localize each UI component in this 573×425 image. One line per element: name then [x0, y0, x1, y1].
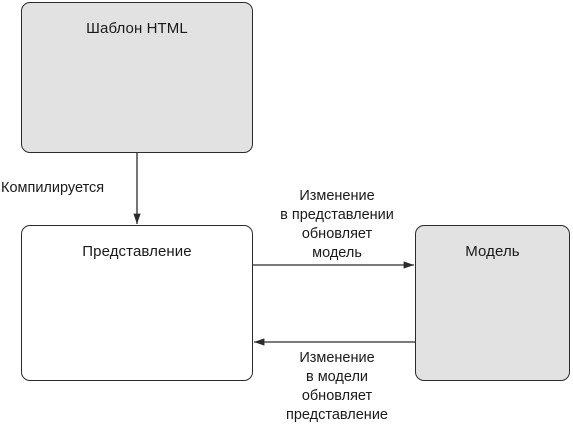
compile-edge-label: Компилируется [1, 180, 105, 196]
view-node: Представление [21, 225, 253, 381]
model-to-view-label-line: Изменение [299, 350, 375, 366]
template-node: Шаблон HTML [21, 2, 253, 153]
template-node-title: Шаблон HTML [86, 20, 188, 37]
view-node-title: Представление [82, 243, 192, 260]
view-to-model-label-line: модель [312, 245, 362, 261]
view-to-model-label-line: в представлении [280, 207, 394, 223]
model-to-view-label-line: в модели [305, 369, 369, 385]
model-to-view-label-line: обновляет [301, 388, 373, 404]
model-to-view-edge-label: Изменение в модели обновляет представлен… [262, 349, 412, 425]
view-to-model-edge-label: Изменение в представлении обновляет моде… [262, 187, 412, 263]
model-node-title: Модель [465, 243, 520, 260]
model-to-view-label-line: представление [286, 407, 388, 423]
view-to-model-label-line: обновляет [301, 226, 373, 242]
model-node: Модель [415, 225, 570, 381]
view-to-model-label-line: Изменение [299, 188, 375, 204]
